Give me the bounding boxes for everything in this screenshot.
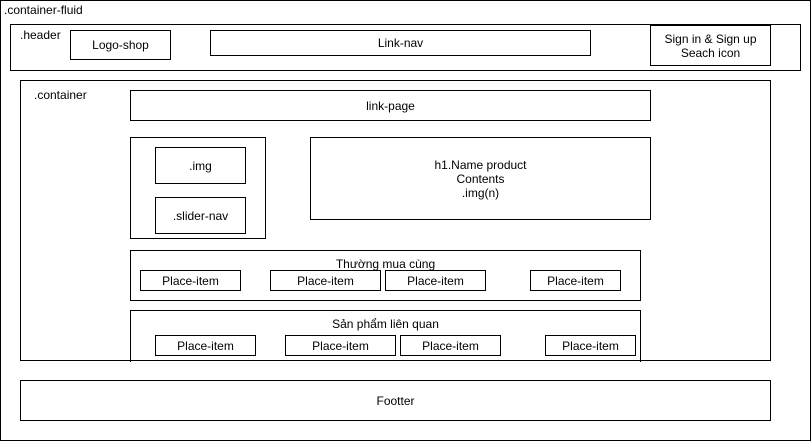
place-item-label: Place-item [177,338,234,353]
img-label: .img [189,158,212,173]
bought-together-item: Place-item [385,270,486,291]
sign-in-box: Sign in & Sign up Seach icon [650,25,771,66]
product-info-box: h1.Name product Contents .img(n) [310,137,651,220]
img-box: .img [155,147,246,184]
place-item-label: Place-item [162,273,219,288]
logo-shop-label: Logo-shop [92,38,149,52]
bought-together-item: Place-item [270,270,381,291]
place-item-label: Place-item [407,273,464,288]
container-fluid-label: .container-fluid [4,3,83,17]
place-item-label: Place-item [547,273,604,288]
related-products-title: Sản phẩm liên quan [332,317,439,331]
place-item-label: Place-item [312,338,369,353]
link-page-box: link-page [130,90,651,121]
bought-together-item: Place-item [530,270,621,291]
related-product-item: Place-item [285,335,396,356]
slider-nav-label: .slider-nav [172,208,229,223]
slider-nav-box: .slider-nav [155,197,246,234]
related-product-item: Place-item [545,335,636,356]
header-label: .header [20,28,61,42]
link-nav-label: Link-nav [377,36,424,50]
product-images-label: .img(n) [461,185,500,200]
place-item-label: Place-item [422,338,479,353]
footer-box: Footter [20,380,771,421]
search-icon-label: Seach icon [680,45,741,60]
bought-together-title: Thường mua cùng [335,257,436,271]
bought-together-item: Place-item [140,270,241,291]
logo-shop-box: Logo-shop [70,30,171,60]
product-contents-label: Contents [456,171,505,186]
container-label: .container [34,88,87,102]
related-product-item: Place-item [155,335,256,356]
sign-in-label: Sign in & Sign up [664,31,757,46]
link-nav-box: Link-nav [210,30,591,56]
product-name-label: h1.Name product [434,157,527,172]
place-item-label: Place-item [297,273,354,288]
footer-label: Footter [376,393,415,408]
link-page-label: link-page [366,98,415,113]
container-bottom-border [20,360,771,361]
place-item-label: Place-item [562,338,619,353]
related-product-item: Place-item [400,335,501,356]
